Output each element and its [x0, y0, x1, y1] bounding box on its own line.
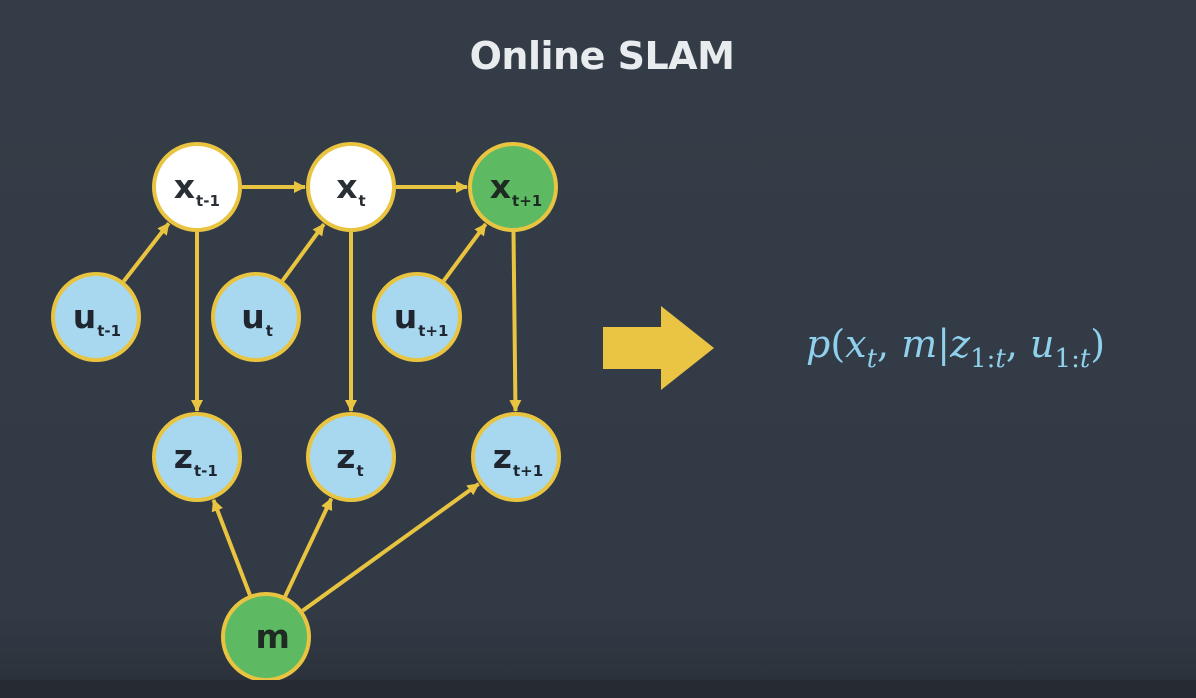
node-z_prev: zt-1 — [152, 412, 242, 502]
node-label-u_next: ut+1 — [394, 297, 449, 340]
node-x_prev: xt-1 — [152, 142, 242, 232]
formula-u: u — [1030, 322, 1055, 366]
node-map: m — [221, 592, 311, 682]
node-circle-x_prev — [152, 142, 242, 232]
formula-m: m — [901, 322, 938, 366]
node-label-z_curr: zt — [336, 437, 363, 480]
slide-title: Online SLAM — [469, 34, 735, 78]
node-base-u_prev: u — [73, 297, 97, 336]
node-label-x_prev: xt-1 — [174, 167, 220, 210]
formula-u-subscript-start: 1: — [1054, 344, 1080, 374]
edge-u_prev-to-x_prev — [122, 222, 171, 283]
node-base-z_prev: z — [174, 437, 193, 476]
node-subscript-x_curr: t — [359, 192, 366, 210]
formula-u-subscript-end: t — [1079, 344, 1091, 374]
node-subscript-z_curr: t — [356, 462, 363, 480]
node-base-u_next: u — [394, 297, 418, 336]
node-base-x_next: x — [490, 167, 511, 206]
edge-x_next-to-z_next — [509, 231, 522, 413]
node-base-z_curr: z — [336, 437, 355, 476]
edge-u_curr-to-x_curr — [280, 222, 326, 282]
node-u_prev: ut-1 — [51, 272, 141, 362]
node-circle-z_next — [471, 412, 561, 502]
node-circle-u_curr — [211, 272, 301, 362]
node-circle-x_curr — [306, 142, 396, 232]
node-base-x_prev: x — [174, 167, 195, 206]
node-label-z_prev: zt-1 — [174, 437, 218, 480]
node-base-map: m — [256, 617, 290, 656]
node-subscript-u_curr: t — [266, 322, 273, 340]
node-circle-u_next — [372, 272, 462, 362]
node-label-z_next: zt+1 — [493, 437, 543, 480]
node-u_next: ut+1 — [372, 272, 462, 362]
node-circle-z_prev — [152, 412, 242, 502]
node-base-x_curr: x — [336, 167, 357, 206]
formula-p: p — [806, 322, 831, 366]
formula-comma-1: , — [877, 322, 902, 366]
node-subscript-x_prev: t-1 — [196, 192, 220, 210]
formula-z-subscript-end: t — [995, 344, 1006, 374]
right-arrow-icon — [603, 306, 714, 390]
formula-z-subscript-start: 1: — [970, 344, 996, 374]
node-x_next: xt+1 — [468, 142, 558, 232]
node-subscript-x_next: t+1 — [512, 192, 542, 210]
formula-open-paren: ( — [830, 322, 846, 366]
edge-layer — [122, 181, 522, 613]
node-label-map: m — [256, 617, 290, 656]
node-label-x_curr: xt — [336, 167, 365, 210]
edge-map-to-z_prev — [211, 499, 252, 596]
edge-map-to-z_next — [301, 482, 480, 613]
node-subscript-z_next: t+1 — [513, 462, 543, 480]
node-subscript-z_prev: t-1 — [194, 462, 218, 480]
joint-posterior-formula: p(xt, m|z1:t, u1:t) — [806, 322, 1105, 374]
node-u_curr: ut — [211, 272, 301, 362]
node-z_next: zt+1 — [471, 412, 561, 502]
formula-x: x — [845, 322, 867, 366]
node-x_curr: xt — [306, 142, 396, 232]
node-label-u_curr: ut — [241, 297, 273, 340]
edge-u_next-to-x_next — [442, 222, 488, 282]
node-subscript-u_prev: t-1 — [97, 322, 121, 340]
node-base-z_next: z — [493, 437, 512, 476]
node-circle-u_prev — [51, 272, 141, 362]
footer-bar — [0, 680, 1196, 698]
node-label-x_next: xt+1 — [490, 167, 542, 210]
node-label-u_prev: ut-1 — [73, 297, 121, 340]
formula-comma-2: , — [1005, 322, 1031, 366]
node-subscript-u_next: t+1 — [418, 322, 448, 340]
node-base-u_curr: u — [241, 297, 265, 336]
node-circle-z_curr — [306, 412, 396, 502]
node-z_curr: zt — [306, 412, 396, 502]
edge-map-to-z_curr — [283, 497, 334, 598]
formula-z: z — [950, 322, 971, 366]
node-circle-x_next — [468, 142, 558, 232]
formula-x-subscript: t — [866, 344, 878, 374]
formula-close-paren: ) — [1090, 322, 1106, 366]
formula-conditional-bar: | — [937, 322, 951, 366]
